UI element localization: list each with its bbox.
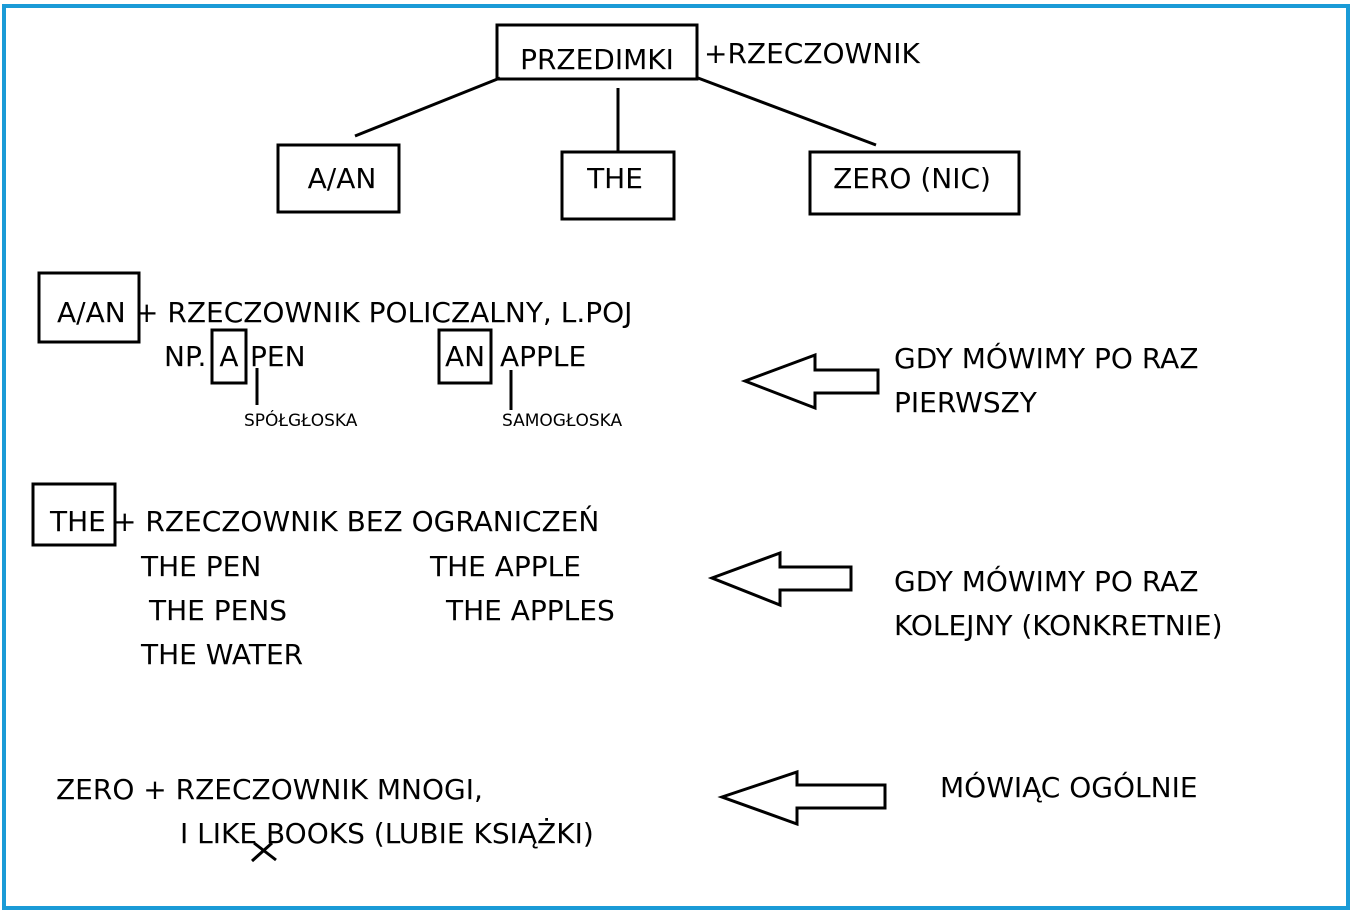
article-box-a [210,328,248,385]
rule-the: + RZECZOWNIK BEZ OGRANICZEŃ [113,504,599,538]
key-label-the: THE [49,505,106,538]
key-label-a-an: A/AN [57,296,126,329]
article-box-an [437,328,493,385]
example1-noun: PEN [250,340,306,373]
key-box-the [31,482,117,547]
example-the-water: THE WATER [140,638,303,671]
tree: PRZEDIMKI +RZECZOWNIK A/AN THE ZERO (NIC… [276,23,1021,221]
frame-border [2,4,1350,910]
rule-a-an: + RZECZOWNIK POLICZALNY, L.POJ [135,296,632,329]
root-suffix: +RZECZOWNIK [704,37,920,70]
rule-zero: ZERO + RZECZOWNIK MNOGI, [56,773,483,806]
root-box [495,23,699,81]
branch-label-zero: ZERO (NIC) [833,162,991,195]
branch-box-the [560,150,676,221]
section-zero: ZERO + RZECZOWNIK MNOGI, I LIKE BOOKS (L… [56,769,1198,863]
arrow-label-a-line2: PIERWSZY [894,386,1038,419]
branch-label-the: THE [586,162,643,195]
tree-connector-left [354,76,501,138]
section-a-an: A/AN + RZECZOWNIK POLICZALNY, L.POJ NP. … [37,271,1199,431]
note1-label: SPÓŁGŁOSKA [244,409,358,431]
cross-mark-icon [250,841,277,863]
note2-label: SAMOGŁOSKA [502,411,623,431]
branch-label-a-an: A/AN [308,162,377,195]
example2-noun: APPLE [500,340,586,373]
branch-box-a-an [276,143,401,214]
example-prefix: NP. [164,340,206,373]
example-the-apples: THE APPLES [445,594,615,627]
tree-connector-right [697,76,877,147]
left-arrow-icon [740,352,880,411]
branch-box-zero [808,150,1021,216]
root-label: PRZEDIMKI [520,43,674,76]
example-the-apple: THE APPLE [429,550,581,583]
key-box-a-an [37,271,141,344]
arrow-label-the-line2: KOLEJNY (KONKRETNIE) [894,609,1223,642]
example-zero: I LIKE BOOKS (LUBIE KSIĄŻKI) [180,817,594,850]
arrow-label-zero: MÓWIĄC OGÓLNIE [940,770,1198,804]
arrow-label-the-line1: GDY MÓWIMY PO RAZ [894,564,1199,598]
example1-article: A [219,340,238,373]
example-the-pens: THE PENS [148,594,287,627]
arrow-label-a-line1: GDY MÓWIMY PO RAZ [894,341,1199,375]
example-the-pen: THE PEN [140,550,261,583]
left-arrow-icon [707,550,853,608]
section-the: THE + RZECZOWNIK BEZ OGRANICZEŃ THE PEN … [31,482,1223,671]
left-arrow-icon [717,769,887,827]
example2-article: AN [445,340,485,373]
